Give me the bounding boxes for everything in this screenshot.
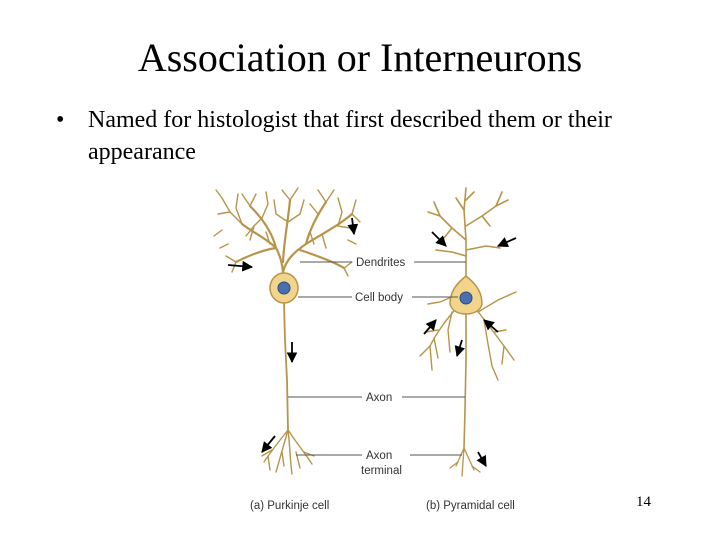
pyramidal-cell xyxy=(419,187,517,477)
bullet-point: • Named for histologist that first descr… xyxy=(56,104,676,168)
caption-pyramidal: (b) Pyramidal cell xyxy=(426,500,515,512)
pyramidal-axon-terminal xyxy=(449,447,481,477)
page-number: 14 xyxy=(636,494,651,510)
pyramidal-apical-dendrite xyxy=(427,187,509,283)
label-axon: Axon xyxy=(366,392,392,404)
caption-purkinje: (a) Purkinje cell xyxy=(250,500,329,512)
purkinje-dendrite-branches xyxy=(213,187,361,277)
arrow-pyramidal-apical-right xyxy=(497,237,517,247)
purkinje-dendrite-tree xyxy=(234,198,354,274)
pyramidal-basal-dendrites xyxy=(419,291,517,381)
arrow-purkinje-dendrite-left xyxy=(227,260,254,272)
arrow-pyramidal-apical-left xyxy=(431,231,447,247)
label-axon-terminal-line1: Axon xyxy=(366,450,392,462)
bullet-text: Named for histologist that first describ… xyxy=(88,107,612,165)
leader-lines xyxy=(288,261,466,456)
label-cell-body: Cell body xyxy=(355,292,403,304)
arrow-pyramidal-basal-right xyxy=(483,319,499,333)
purkinje-axon xyxy=(283,302,289,431)
label-axon-terminal-line2: terminal xyxy=(361,465,402,477)
purkinje-axon-terminal xyxy=(261,429,315,475)
purkinje-cell xyxy=(213,187,361,475)
pyramidal-nucleus xyxy=(459,291,473,305)
slide-title: Association or Interneurons xyxy=(137,35,583,80)
pyramidal-axon xyxy=(463,314,467,449)
purkinje-nucleus xyxy=(277,281,291,295)
arrow-pyramidal-axon xyxy=(454,339,466,358)
arrow-purkinje-terminal xyxy=(261,435,276,453)
arrow-pyramidal-basal-left xyxy=(423,319,437,335)
direction-arrows xyxy=(227,217,517,467)
arrow-pyramidal-terminal xyxy=(476,451,487,467)
arrow-purkinje-dendrite-right xyxy=(347,217,359,236)
bullet-marker: • xyxy=(56,107,65,133)
label-dendrites: Dendrites xyxy=(356,257,405,269)
